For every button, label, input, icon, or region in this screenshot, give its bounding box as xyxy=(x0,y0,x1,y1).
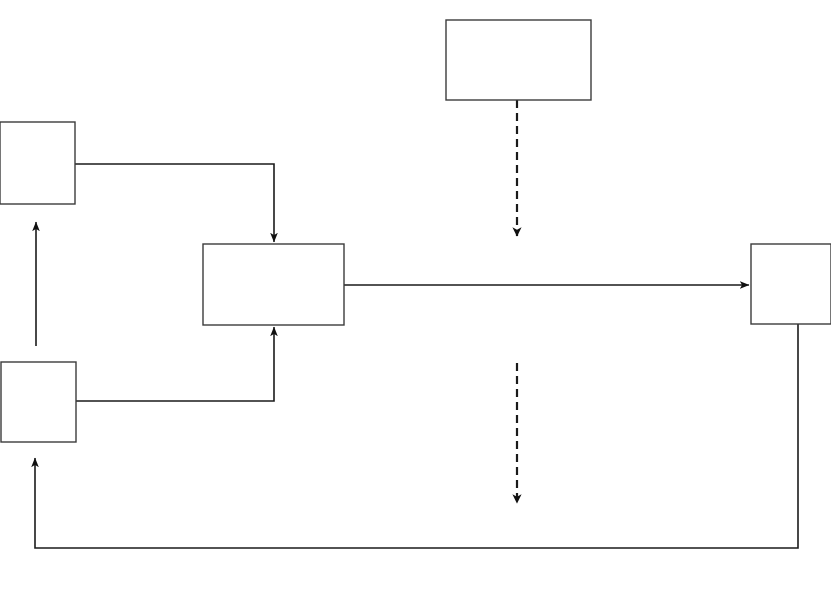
edge-edge-right-feedback-to-bottomleft[interactable] xyxy=(31,324,799,549)
node-top-left[interactable] xyxy=(0,121,76,205)
node-bottom-left-rect[interactable] xyxy=(0,361,77,443)
edges-layer xyxy=(31,100,799,549)
nodes-layer xyxy=(0,19,831,443)
node-top-left-rect[interactable] xyxy=(0,121,76,205)
node-right-rect[interactable] xyxy=(750,243,831,325)
edge-edge-bottomleft-to-center[interactable] xyxy=(76,326,278,402)
node-right[interactable] xyxy=(750,243,831,325)
edge-edge-topleft-to-center[interactable] xyxy=(75,163,278,243)
node-bottom-left[interactable] xyxy=(0,361,77,443)
node-top-middle[interactable] xyxy=(445,19,592,101)
node-center-rect[interactable] xyxy=(202,243,345,326)
node-center[interactable] xyxy=(202,243,345,326)
node-top-middle-rect[interactable] xyxy=(445,19,592,101)
